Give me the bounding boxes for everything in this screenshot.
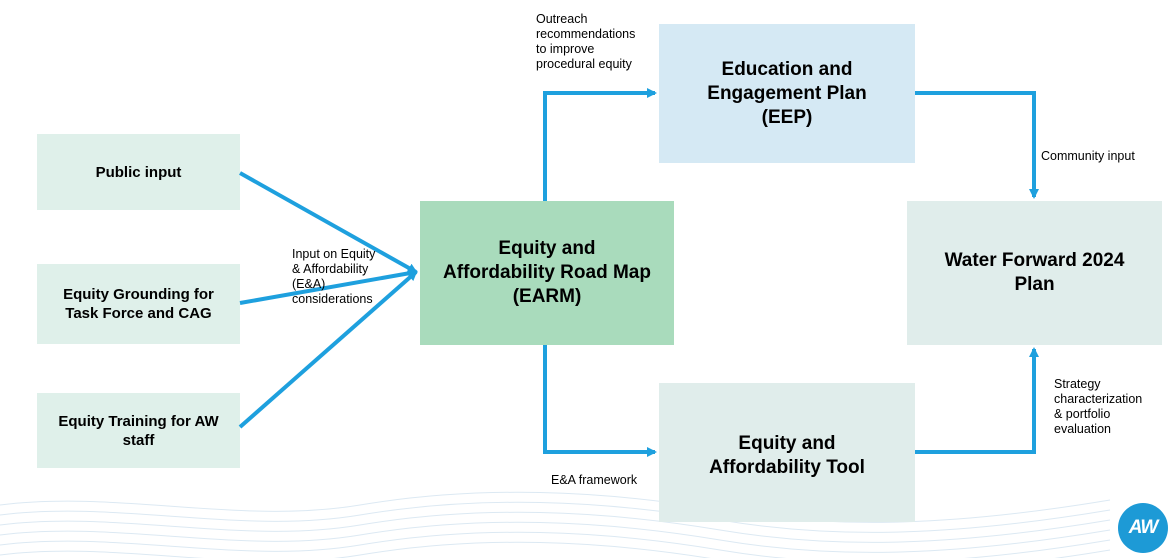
arrow-training-to-earm xyxy=(238,270,418,429)
arrow-earm-to-tool xyxy=(543,345,657,457)
arrow-eep-to-water-forward xyxy=(915,91,1039,199)
strategy-label: Strategy characterization & portfolio ev… xyxy=(1054,377,1143,436)
aw-logo: AW xyxy=(1118,503,1168,553)
input-on-equity-label: Input on Equity & Affordability (E&A) co… xyxy=(292,247,376,306)
arrow-earm-to-eep xyxy=(543,88,657,201)
community-input-label: Community input xyxy=(1041,149,1135,163)
earm-box: Equity and Affordability Road Map (EARM) xyxy=(420,201,674,345)
public-input-box: Public input xyxy=(37,134,240,210)
arrow-public-to-earm xyxy=(239,171,418,274)
equity-grounding-box: Equity Grounding for Task Force and CAG xyxy=(37,264,240,344)
ea-framework-label: E&A framework xyxy=(551,473,638,487)
arrow-grounding-to-earm xyxy=(239,268,418,305)
equity-training-box: Equity Training for AW staff xyxy=(37,393,240,468)
water-forward-box: Water Forward 2024 Plan xyxy=(907,201,1162,345)
eep-box: Education and Engagement Plan (EEP) xyxy=(659,24,915,163)
equity-tool-box: Equity and Affordability Tool xyxy=(659,383,915,522)
arrow-tool-to-water-forward xyxy=(915,347,1039,454)
outreach-label: Outreach recommendations to improve proc… xyxy=(536,12,636,71)
